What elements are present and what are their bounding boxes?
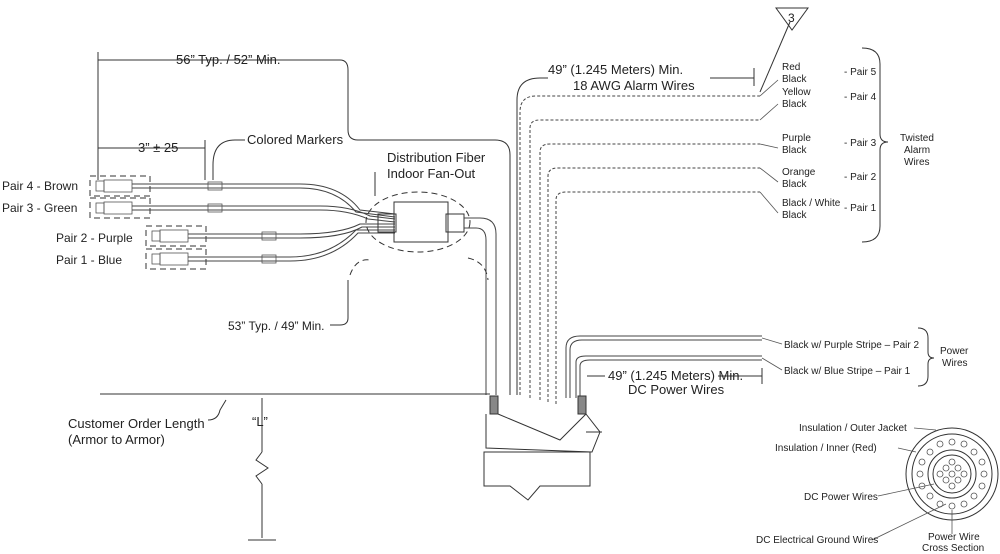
fanout-label-line2: Indoor Fan-Out: [387, 166, 476, 181]
marker-offset-dimension: 3” ± 25: [98, 140, 206, 180]
fanout-length-label: 53” Typ. / 49” Min.: [228, 319, 325, 333]
fiber-pair-label: Pair 1 - Blue: [56, 253, 122, 267]
alarm-wire-b: Black: [782, 145, 807, 156]
fiber-pair-label: Pair 2 - Purple: [56, 231, 133, 245]
xs-outer-jacket: Insulation / Outer Jacket: [799, 423, 907, 434]
alarm-group-line2: Alarm: [904, 145, 930, 156]
alarm-group-line3: Wires: [904, 157, 930, 168]
alarm-wire-a: Black / White: [782, 198, 841, 209]
alarm-wire-b: Black: [782, 74, 807, 85]
alarm-wire-b: Black: [782, 210, 807, 221]
alarm-group-line1: Twisted: [900, 133, 934, 144]
note-3-callout: 3: [759, 7, 809, 93]
fanout-body: [365, 191, 497, 395]
twisted-alarm-wires: [519, 95, 760, 404]
power-pair-label: Black w/ Purple Stripe – Pair 2: [784, 340, 919, 351]
xs-dc-power: DC Power Wires: [804, 492, 878, 503]
power-group-line2: Wires: [942, 358, 968, 369]
alarm-pair-label: - Pair 1: [844, 203, 877, 214]
alarm-pair-label: - Pair 3: [844, 138, 877, 149]
alarm-wire-a: Red: [782, 62, 800, 73]
fiber-pair-labels: Pair 4 - Brown Pair 3 - Green Pair 2 - P…: [2, 179, 133, 267]
fiber-length-dimension: 56” Typ. / 52” Min.: [97, 52, 511, 395]
fiber-connectors: [89, 175, 207, 270]
alarm-wire-a: Purple: [782, 133, 811, 144]
power-group-line1: Power: [940, 346, 969, 357]
power-wire-cross-section: Insulation / Outer Jacket Insulation / I…: [756, 423, 999, 554]
alarm-length-label: 49” (1.245 Meters) Min.: [548, 62, 683, 77]
power-group-bracket: Power Wires: [917, 327, 969, 387]
power-wires: Black w/ Purple Stripe – Pair 2 Black w/…: [565, 335, 919, 398]
marker-offset-label: 3” ± 25: [138, 140, 178, 155]
power-length-label: 49” (1.245 Meters) Min.: [608, 368, 743, 383]
l-label: “L”: [252, 414, 268, 429]
power-length-dimension: 49” (1.245 Meters) Min. DC Power Wires: [587, 368, 763, 397]
fanout-length-dimension: 53” Typ. / 49” Min.: [228, 257, 489, 333]
fanout-label-line1: Distribution Fiber: [387, 150, 486, 165]
order-length-dimension: Customer Order Length (Armor to Armor) “…: [68, 398, 276, 541]
alarm-wire-b: Black: [782, 179, 807, 190]
order-length-line2: (Armor to Armor): [68, 432, 165, 447]
xs-ground: DC Electrical Ground Wires: [756, 535, 878, 546]
alarm-wire-labels: Red Black - Pair 5 Yellow Black - Pair 4…: [759, 62, 877, 221]
fiber-pair-label: Pair 4 - Brown: [2, 179, 78, 193]
armor-base: [100, 393, 602, 501]
fanout-callout: Distribution Fiber Indoor Fan-Out: [374, 150, 486, 196]
alarm-wire-a: Yellow: [782, 87, 811, 98]
fiber-pair-label: Pair 3 - Green: [2, 201, 77, 215]
alarm-length-dimension: 49” (1.245 Meters) Min. 18 AWG Alarm Wir…: [516, 62, 755, 395]
fiber-length-label: 56” Typ. / 52” Min.: [176, 52, 281, 67]
power-desc-label: DC Power Wires: [628, 382, 725, 397]
order-length-line1: Customer Order Length: [68, 416, 205, 431]
xs-inner: Insulation / Inner (Red): [775, 443, 877, 454]
alarm-pair-label: - Pair 5: [844, 67, 877, 78]
colored-markers-label: Colored Markers: [247, 132, 344, 147]
xs-title-line1: Power Wire: [928, 532, 980, 543]
alarm-desc-label: 18 AWG Alarm Wires: [573, 78, 695, 93]
alarm-group-bracket: Twisted Alarm Wires: [861, 47, 934, 243]
alarm-wire-a: Orange: [782, 167, 816, 178]
note-number: 3: [788, 11, 795, 25]
xs-title-line2: Cross Section: [922, 543, 984, 554]
fiber-legs: [132, 181, 396, 264]
colored-markers-callout: Colored Markers: [212, 132, 344, 180]
power-pair-label: Black w/ Blue Stripe – Pair 1: [784, 366, 911, 377]
alarm-pair-label: - Pair 4: [844, 92, 877, 103]
alarm-wire-b: Black: [782, 99, 807, 110]
alarm-pair-label: - Pair 2: [844, 172, 877, 183]
